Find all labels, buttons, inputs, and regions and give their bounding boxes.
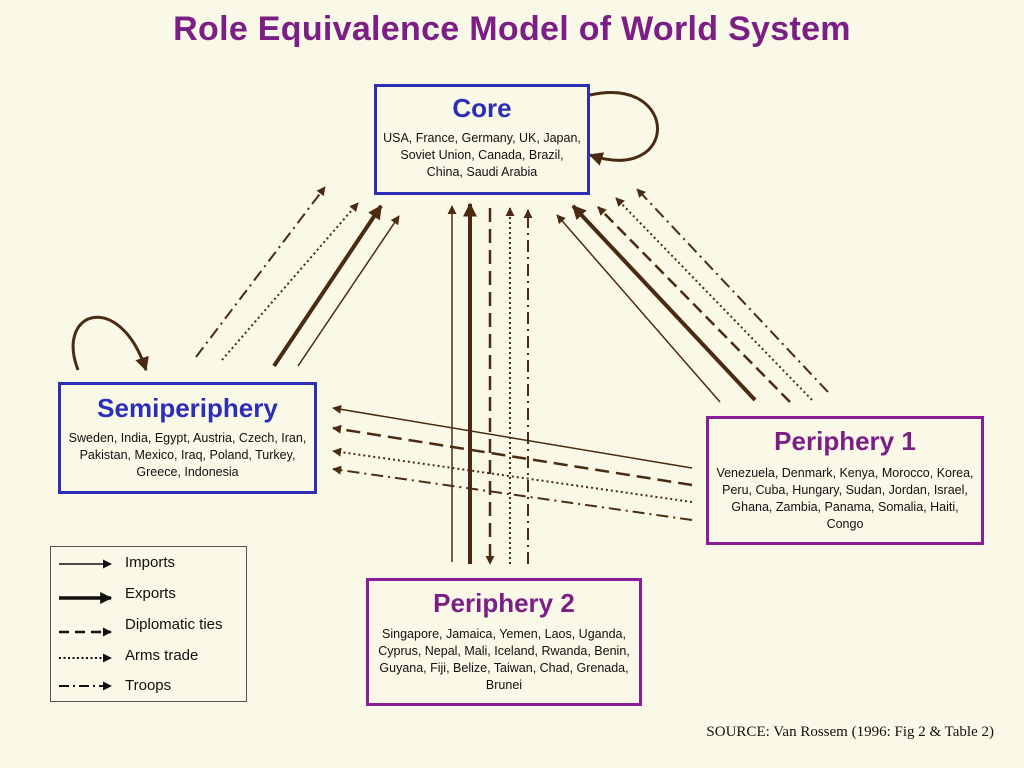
arrow-semi-core-troops bbox=[195, 186, 326, 358]
semiperiphery-title: Semiperiphery bbox=[97, 393, 278, 423]
arrow-p1-semi-arms bbox=[332, 447, 693, 503]
periphery1-members: Venezuela, Denmark, Kenya, Morocco, Kore… bbox=[716, 466, 974, 531]
core-box: Core USA, France, Germany, UK, Japan, So… bbox=[374, 84, 590, 195]
legend-label-arms: Arms trade bbox=[125, 647, 199, 664]
arrow-p1-core-arms bbox=[615, 197, 813, 401]
arrow-semi-core-arms bbox=[221, 202, 359, 361]
core-title: Core bbox=[452, 93, 512, 123]
semiperiphery-self-loop bbox=[71, 315, 149, 372]
arrow-p1-semi-imports bbox=[332, 404, 693, 469]
legend-swatches bbox=[59, 559, 113, 691]
arrow-semi-core-imports bbox=[297, 215, 400, 367]
semiperiphery-members: Sweden, India, Egypt, Austria, Czech, Ir… bbox=[68, 431, 307, 479]
arrow-p1-core-imports bbox=[556, 214, 721, 403]
periphery2-members: Singapore, Jamaica, Yemen, Laos, Uganda,… bbox=[378, 627, 630, 692]
legend-label-troops: Troops bbox=[125, 677, 172, 694]
arrow-p1-core-troops bbox=[636, 188, 829, 393]
source-citation: SOURCE: Van Rossem (1996: Fig 2 & Table … bbox=[706, 724, 994, 740]
periphery1-title: Periphery 1 bbox=[774, 426, 916, 456]
semiperiphery-box: Semiperiphery Sweden, India, Egypt, Aust… bbox=[58, 382, 317, 494]
legend-label-diplomatic: Diplomatic ties bbox=[125, 616, 223, 633]
legend-label-exports: Exports bbox=[125, 585, 176, 602]
page-title: Role Equivalence Model of World System bbox=[173, 10, 851, 48]
arrow-p1-semi-diplomatic bbox=[332, 424, 693, 487]
periphery2-title: Periphery 2 bbox=[433, 588, 575, 618]
legend: Imports Exports Diplomatic ties Arms tra… bbox=[50, 546, 247, 702]
arrow-p1-core-exports bbox=[571, 204, 757, 402]
core-members: USA, France, Germany, UK, Japan, Soviet … bbox=[383, 131, 581, 179]
arrow-semi-core-exports bbox=[272, 204, 383, 368]
periphery2-box: Periphery 2 Singapore, Jamaica, Yemen, L… bbox=[366, 578, 642, 706]
legend-label-imports: Imports bbox=[125, 554, 176, 571]
periphery1-box: Periphery 1 Venezuela, Denmark, Kenya, M… bbox=[706, 416, 984, 545]
core-self-loop bbox=[588, 91, 659, 166]
arrow-p1-core-diplomatic bbox=[597, 206, 791, 403]
